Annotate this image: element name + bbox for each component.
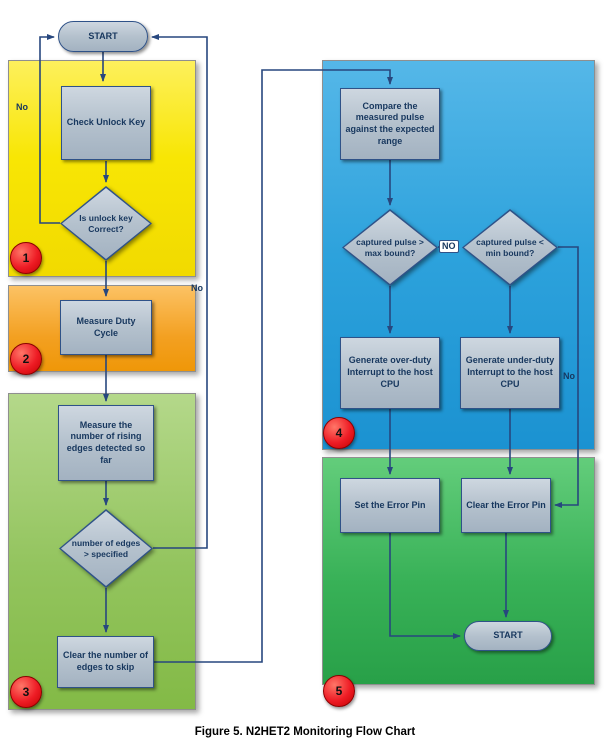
edge-label-no-edges: No (191, 283, 203, 293)
start-node-bottom: START (464, 621, 552, 651)
step-badge-3: 3 (10, 676, 42, 708)
diamond-shadow-wrap (462, 209, 558, 286)
process-compare-pulse: Compare the measured pulse against the e… (340, 88, 440, 160)
edge-label-no-min-bound: No (563, 371, 575, 381)
diamond-shadow-wrap (60, 186, 152, 261)
step-badge-4: 4 (323, 417, 355, 449)
start-node-top: START (58, 21, 148, 52)
process-measure-duty-cycle: Measure Duty Cycle (60, 300, 152, 355)
process-check-unlock-key: Check Unlock Key (61, 86, 151, 160)
decision-edges-specified-label: number of edges > specified (71, 537, 141, 559)
process-set-error-pin: Set the Error Pin (340, 478, 440, 533)
process-clear-error-pin: Clear the Error Pin (461, 478, 551, 533)
figure-caption: Figure 5. N2HET2 Monitoring Flow Chart (194, 726, 416, 738)
diamond-shadow-wrap (59, 509, 153, 588)
decision-edges-specified: number of edges > specified (59, 509, 153, 588)
edge-label-no-unlock: No (16, 102, 28, 112)
process-measure-rising-edges: Measure the number of rising edges detec… (58, 405, 154, 481)
process-under-duty-interrupt: Generate under-duty Interrupt to the hos… (460, 337, 560, 409)
step-badge-2: 2 (10, 343, 42, 375)
decision-max-bound: captured pulse > max bound? (342, 209, 438, 286)
step-badge-1: 1 (10, 242, 42, 274)
decision-min-bound: captured pulse < min bound? (462, 209, 558, 286)
decision-unlock-correct-label: Is unlock key Correct? (79, 212, 133, 234)
step-badge-5: 5 (323, 675, 355, 707)
process-clear-edges-to-skip: Clear the number of edges to skip (57, 636, 154, 688)
decision-max-bound-label: captured pulse > max bound? (356, 236, 424, 258)
decision-min-bound-label: captured pulse < min bound? (476, 236, 544, 258)
edge-label-no-max-bound: NO (439, 240, 459, 253)
process-over-duty-interrupt: Generate over-duty Interrupt to the host… (340, 337, 440, 409)
decision-unlock-correct: Is unlock key Correct? (60, 186, 152, 261)
